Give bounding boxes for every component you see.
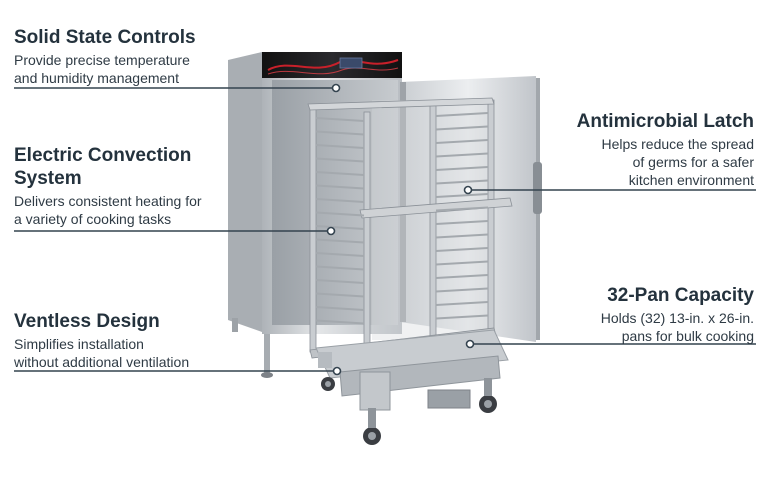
callout-32-pan-capacity: 32-Pan Capacity Holds (32) 13-in. x 26-i… [534, 284, 754, 345]
rack-runner-left [315, 211, 365, 217]
leader-dots [326, 83, 475, 376]
leader-dot-convection [326, 226, 336, 236]
callout-antimicrobial-latch: Antimicrobial Latch Helps reduce the spr… [534, 110, 754, 189]
leader-dot-solid-state [331, 83, 341, 93]
rack-runner-left [315, 144, 365, 149]
callout-solid-state-controls: Solid State Controls Provide precise tem… [14, 26, 244, 87]
rack-runner-left [315, 238, 365, 244]
rack-runner-left [315, 130, 365, 136]
rack-runner-left [315, 157, 365, 163]
rack-top-bar [307, 97, 495, 111]
callout-title: Antimicrobial Latch [576, 111, 754, 132]
rack-post [309, 107, 317, 353]
rack-runner-right [435, 152, 489, 158]
rack-runner-right [435, 274, 489, 279]
rack-runner-left [315, 252, 365, 257]
rack-runner-right [435, 112, 489, 117]
callout-description: Helps reduce the spread of germs for a s… [601, 136, 754, 188]
rack-post [429, 103, 437, 337]
rack-runner-right [435, 314, 489, 320]
rack-runner-left [315, 225, 365, 230]
rack-runner-right [435, 247, 489, 252]
leader-lines [14, 87, 756, 372]
rack-runner-left [315, 306, 365, 311]
cabinet [228, 52, 402, 378]
rack-runner-left [315, 265, 365, 271]
rack-post [487, 99, 495, 331]
leader-dot-capacity [465, 339, 475, 349]
callout-title: Electric Convection System [14, 145, 192, 189]
door-latch-handle [533, 162, 542, 214]
rack-runner-right [435, 206, 489, 212]
callout-description: Simplifies installation without addition… [14, 336, 190, 370]
callout-title: Ventless Design [14, 311, 160, 332]
rack-post [363, 111, 371, 373]
leader-dot-ventless [332, 366, 342, 376]
rack-runner-left [315, 319, 365, 325]
rack-runner-right [435, 287, 489, 293]
rack-runner-right [435, 301, 489, 306]
callout-electric-convection: Electric Convection System Delivers cons… [14, 144, 234, 228]
rack-runner-right [435, 260, 489, 266]
rack-runner-left [315, 292, 365, 298]
callout-title: Solid State Controls [14, 27, 196, 48]
rack-runner-right [435, 233, 489, 239]
callout-description: Delivers consistent heating for a variet… [14, 193, 202, 227]
rack-runner-left [315, 279, 365, 284]
leader-dot-latch [463, 185, 473, 195]
rack-runner-right [435, 125, 489, 131]
rack-runner-right [435, 220, 489, 225]
rack-runner-right [435, 179, 489, 185]
rack-runner-left [315, 198, 365, 203]
callout-description: Provide precise temperature and humidity… [14, 52, 190, 86]
rack-runner-left [315, 184, 365, 190]
rack-runner-right [435, 166, 489, 171]
callout-ventless-design: Ventless Design Simplifies installation … [14, 310, 244, 371]
callout-description: Holds (32) 13-in. x 26-in. pans for bulk… [600, 310, 754, 344]
rack-runner-left [315, 171, 365, 176]
rack-runner-right [435, 139, 489, 144]
rack-runner-left [315, 117, 365, 122]
transport-cart [315, 329, 509, 445]
rack-runner-right [435, 193, 489, 198]
callout-title: 32-Pan Capacity [607, 285, 754, 306]
